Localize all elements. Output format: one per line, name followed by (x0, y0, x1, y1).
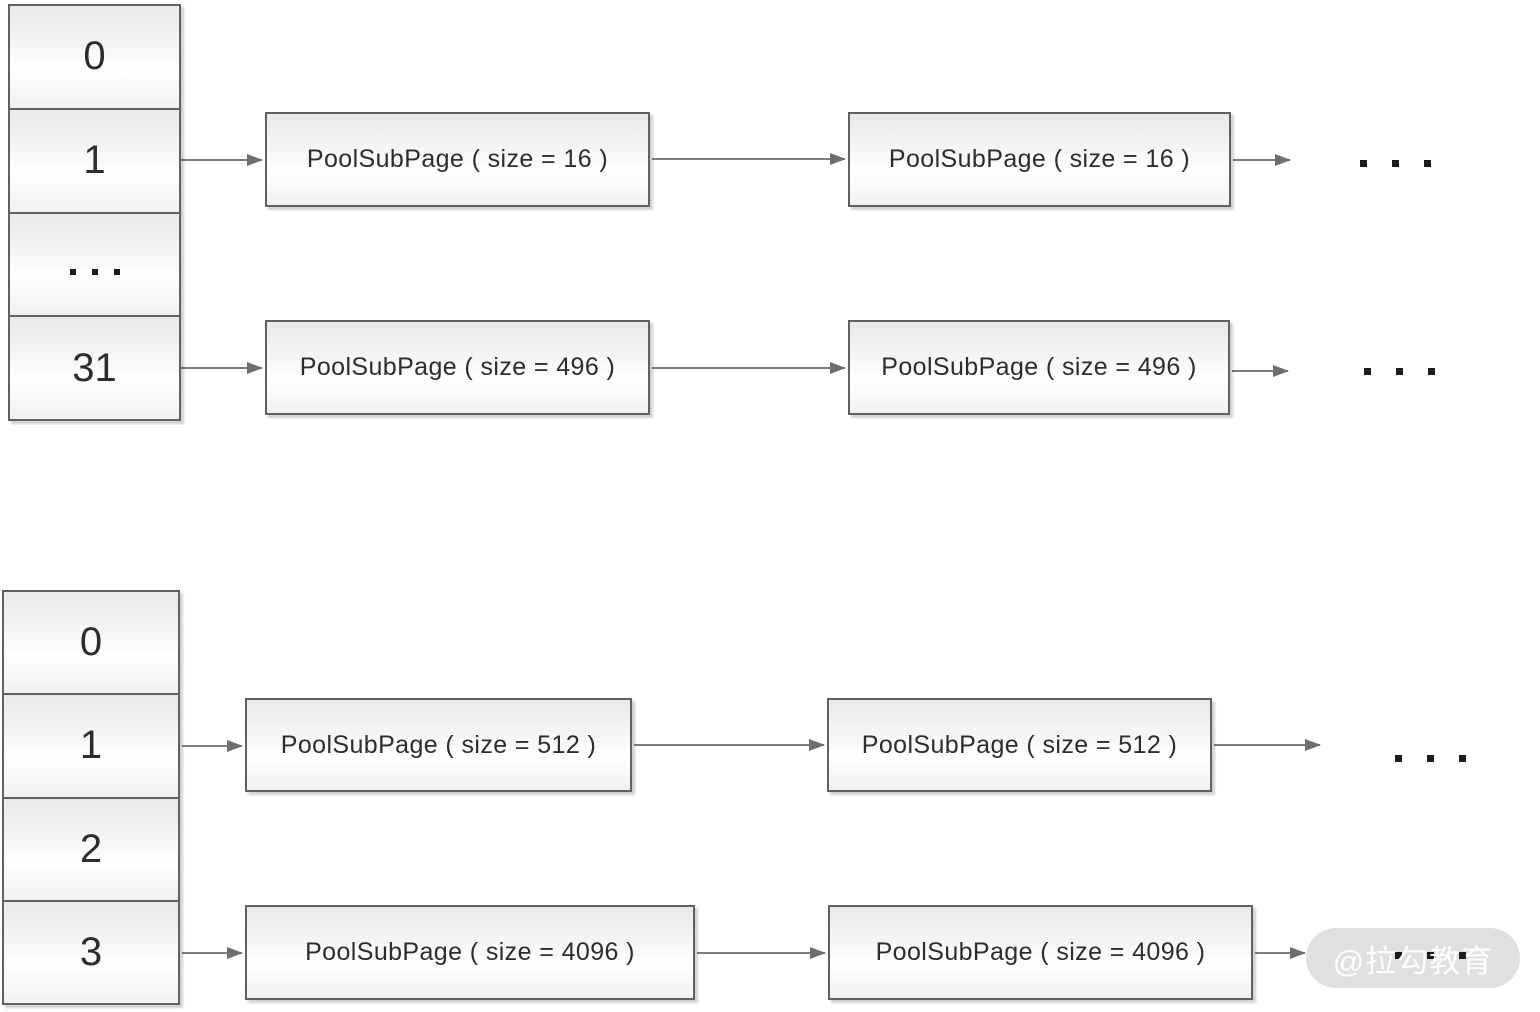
poolsubpage-label: PoolSubPage ( size = 4096 ) (305, 938, 635, 966)
ellipsis-dots (1364, 368, 1435, 375)
poolsubpage-label: PoolSubPage ( size = 512 ) (861, 730, 1178, 759)
poolsubpage-label: PoolSubPage ( size = 4096 ) (875, 938, 1206, 966)
poolsubpage-box: PoolSubPage ( size = 16 ) (848, 112, 1231, 207)
poolsubpage-box: PoolSubPage ( size = 4096 ) (245, 905, 695, 1000)
ellipsis-dots (1395, 952, 1466, 959)
poolsubpage-box: PoolSubPage ( size = 16 ) (265, 112, 650, 207)
array-cell-label: 1 (79, 723, 103, 768)
array-cell-label: 31 (72, 345, 117, 390)
poolsubpage-box: PoolSubPage ( size = 4096 ) (828, 905, 1253, 1000)
poolsubpage-box: PoolSubPage ( size = 512 ) (245, 698, 632, 792)
watermark-background (1306, 928, 1520, 988)
array-cell-label: 0 (83, 34, 106, 79)
poolsubpage-box: PoolSubPage ( size = 496 ) (848, 320, 1230, 415)
poolsubpage-label: PoolSubPage ( size = 16 ) (888, 145, 1191, 173)
array-cell-ellipsis (10, 213, 179, 318)
poolsubpage-box: PoolSubPage ( size = 512 ) (827, 698, 1212, 792)
poolsubpage-label: PoolSubPage ( size = 512 ) (280, 730, 597, 759)
poolsubpage-box: PoolSubPage ( size = 496 ) (265, 320, 650, 415)
array-cell-label: 0 (79, 620, 103, 665)
ellipsis-dots (69, 269, 120, 276)
poolsubpage-label: PoolSubPage ( size = 496 ) (881, 353, 1197, 381)
poolsubpage-label: PoolSubPage ( size = 496 ) (299, 353, 616, 381)
tiny-pool-array: 0 1 31 (8, 4, 181, 421)
array-cell-2: 2 (4, 798, 178, 902)
array-cell-1: 1 (10, 109, 179, 214)
array-cell-0: 0 (10, 6, 179, 110)
small-pool-array: 0 1 2 3 (2, 590, 180, 1005)
array-cell-0: 0 (4, 592, 178, 696)
array-cell-label: 1 (83, 138, 106, 183)
array-cell-1: 1 (4, 695, 178, 799)
poolsubpage-label: PoolSubPage ( size = 16 ) (306, 145, 609, 173)
watermark-label: @拉勾教育 (1332, 943, 1494, 979)
array-cell-3: 3 (4, 901, 178, 1003)
array-cell-31: 31 (10, 317, 179, 419)
ellipsis-dots (1395, 755, 1466, 762)
array-cell-label: 3 (79, 929, 103, 974)
ellipsis-dots (1360, 160, 1431, 167)
array-cell-label: 2 (79, 826, 103, 871)
